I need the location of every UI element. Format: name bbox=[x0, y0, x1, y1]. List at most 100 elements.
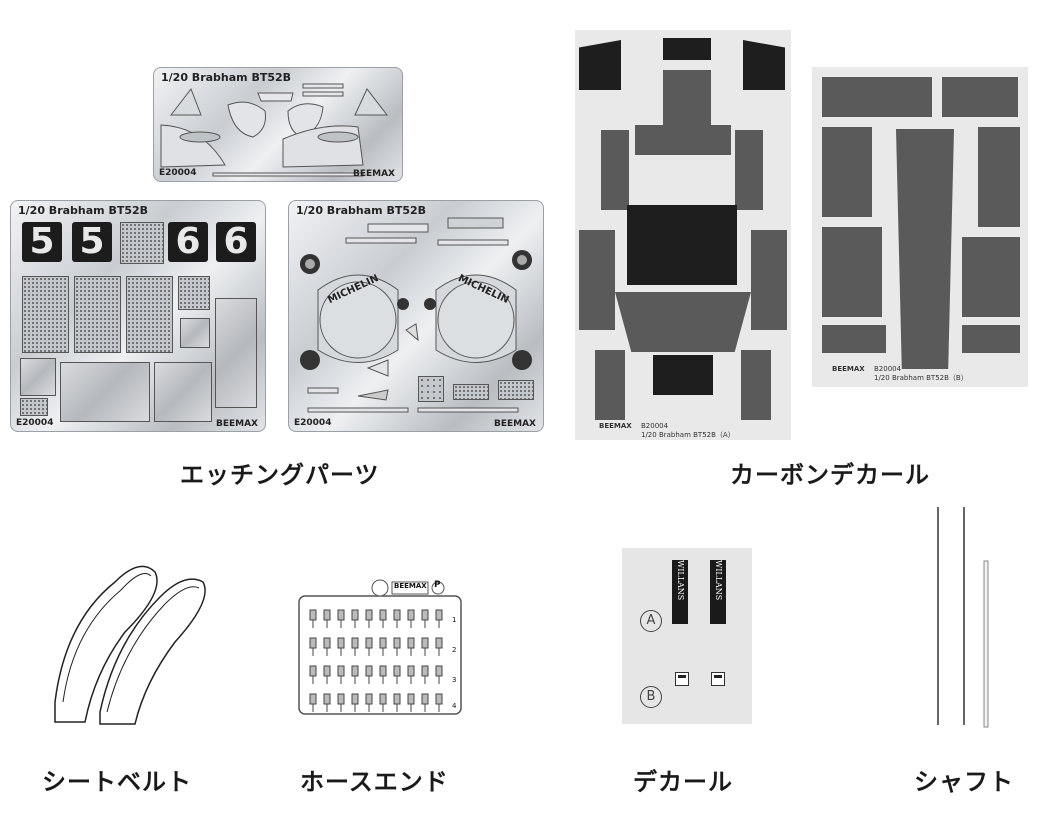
beemax-logo: BEEMAX bbox=[352, 169, 395, 179]
rivet-parts bbox=[418, 376, 444, 402]
hose-end-part bbox=[421, 637, 429, 649]
carbon-decal-sheet-b: BEEMAX B20004 1/20 Brabham BT52B（B） bbox=[812, 67, 1028, 387]
hose-end-part bbox=[337, 665, 345, 677]
hose-end-part bbox=[309, 609, 317, 621]
sheet-title: 1/20 Brabham BT52B bbox=[161, 71, 292, 84]
carbon-part bbox=[962, 237, 1020, 317]
beemax-logo: BEEMAX bbox=[493, 419, 536, 429]
row-number: 2 bbox=[452, 646, 457, 654]
carbon-part bbox=[595, 350, 625, 420]
row-number: 3 bbox=[452, 676, 457, 684]
hose-end-part bbox=[309, 665, 317, 677]
hose-end-part bbox=[365, 609, 373, 621]
label-decal: デカール bbox=[633, 768, 733, 796]
hose-end-part bbox=[337, 609, 345, 621]
panel-part bbox=[215, 298, 257, 408]
label-etching: エッチングパーツ bbox=[180, 461, 380, 489]
sheet-label: 1/20 Brabham BT52B（A） bbox=[641, 431, 735, 439]
carbon-part bbox=[735, 130, 763, 210]
carbon-part bbox=[743, 40, 785, 90]
sheet-code: E20004 bbox=[294, 418, 332, 428]
sheet-code: E20004 bbox=[16, 418, 54, 428]
carbon-part bbox=[978, 127, 1020, 227]
hose-end-part bbox=[351, 637, 359, 649]
carbon-part bbox=[896, 129, 954, 369]
hose-end-part bbox=[323, 637, 331, 649]
beemax-logo: BEEMAX bbox=[832, 365, 865, 373]
hose-end-part bbox=[351, 609, 359, 621]
willans-text: WILLANS bbox=[676, 560, 685, 601]
panel-part bbox=[180, 318, 210, 348]
hose-end-part bbox=[407, 609, 415, 621]
hose-end-part bbox=[323, 693, 331, 705]
sheet-code: B20004 bbox=[641, 422, 669, 430]
row-number: 4 bbox=[452, 702, 457, 710]
shaft-illustration bbox=[937, 507, 989, 728]
hose-end-part bbox=[365, 665, 373, 677]
carbon-part bbox=[962, 325, 1020, 353]
sheet-title: 1/20 Brabham BT52B bbox=[296, 204, 427, 217]
mesh-part bbox=[453, 384, 489, 400]
hose-end-part bbox=[323, 665, 331, 677]
buckle-decal bbox=[675, 672, 689, 686]
hose-end-part bbox=[407, 665, 415, 677]
panel-part bbox=[20, 358, 56, 396]
carbon-decal-sheet-a: BEEMAX B20004 1/20 Brabham BT52B（A） bbox=[575, 30, 791, 440]
hose-end-part bbox=[379, 665, 387, 677]
hose-end-part bbox=[435, 637, 443, 649]
small-sheet-parts bbox=[160, 83, 389, 177]
buckle-decal bbox=[711, 672, 725, 686]
hose-end-part bbox=[351, 665, 359, 677]
willans-text: WILLANS bbox=[714, 560, 723, 601]
mesh-part bbox=[20, 398, 48, 416]
panel-part bbox=[154, 362, 212, 422]
hose-end-part bbox=[421, 665, 429, 677]
p-badge: P bbox=[434, 580, 441, 590]
panel-part bbox=[60, 362, 150, 422]
hose-end-part bbox=[407, 693, 415, 705]
carbon-part bbox=[822, 227, 882, 317]
hose-end-part bbox=[393, 609, 401, 621]
hose-end-part bbox=[351, 693, 359, 705]
decal-sheet: WILLANS WILLANS A B bbox=[622, 548, 752, 724]
carbon-part bbox=[751, 230, 787, 330]
label-carbon: カーボンデカール bbox=[730, 461, 930, 489]
hose-end-part bbox=[421, 693, 429, 705]
hose-end-part bbox=[337, 693, 345, 705]
carbon-part bbox=[579, 230, 615, 330]
mesh-part bbox=[498, 380, 534, 400]
hose-end-part bbox=[309, 637, 317, 649]
etching-sheet-right: 1/20 Brabham BT52B MICHELIN MICHELIN E20… bbox=[288, 200, 544, 432]
number-plate: 5 bbox=[22, 222, 62, 262]
hose-end-part bbox=[365, 693, 373, 705]
carbon-part bbox=[653, 355, 713, 395]
hose-end-part bbox=[393, 637, 401, 649]
hose-end-grid bbox=[309, 609, 443, 712]
willans-strip: WILLANS bbox=[672, 560, 688, 624]
hose-end-part bbox=[393, 665, 401, 677]
label-seatbelt: シートベルト bbox=[42, 768, 192, 796]
hose-end-frame bbox=[298, 579, 462, 715]
hose-end-sprue: BEEMAX P 1 2 3 4 bbox=[298, 578, 462, 716]
hose-end-part bbox=[379, 637, 387, 649]
carbon-part bbox=[942, 77, 1018, 117]
mesh-part bbox=[178, 276, 210, 310]
hose-end-part bbox=[393, 693, 401, 705]
sheet-code: E20004 bbox=[159, 168, 197, 178]
right-sheet-parts bbox=[300, 217, 532, 413]
marker-a: A bbox=[640, 610, 662, 632]
beemax-logo: BEEMAX bbox=[599, 422, 632, 430]
carbon-part bbox=[822, 127, 872, 217]
etching-sheet-small: 1/20 Brabham BT52B E20004 BEEMAX bbox=[153, 67, 403, 182]
hose-end-part bbox=[407, 637, 415, 649]
hose-end-part bbox=[435, 665, 443, 677]
carbon-part bbox=[741, 350, 771, 420]
hose-end-part bbox=[435, 693, 443, 705]
willans-strip: WILLANS bbox=[710, 560, 726, 624]
etching-sheet-left: 1/20 Brabham BT52B 5 5 6 6 E20004 BEEMAX bbox=[10, 200, 266, 432]
mesh-part bbox=[120, 222, 164, 264]
mesh-part bbox=[74, 276, 121, 353]
number-plate: 5 bbox=[72, 222, 112, 262]
hose-end-part bbox=[309, 693, 317, 705]
beemax-logo: BEEMAX bbox=[394, 582, 427, 590]
